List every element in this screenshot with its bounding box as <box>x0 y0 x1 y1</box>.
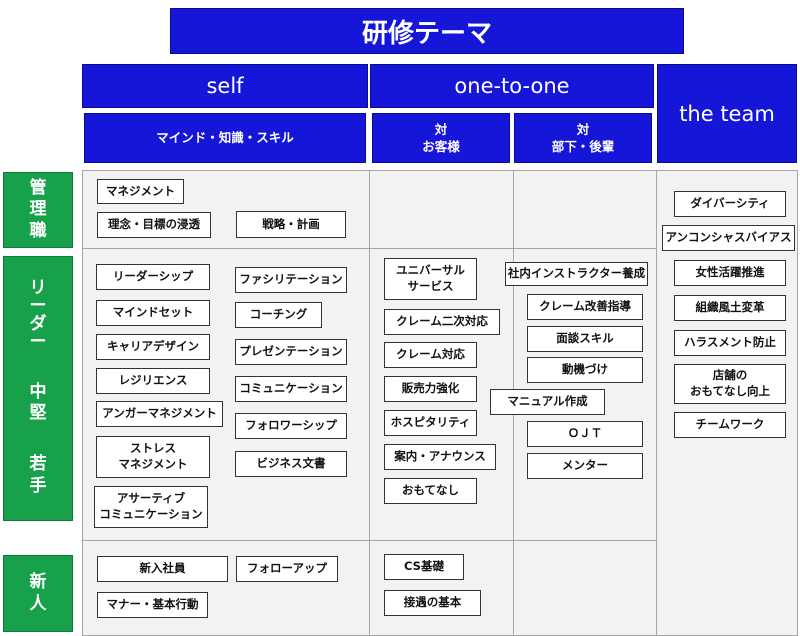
topic-box: マネジメント <box>97 179 184 204</box>
header-the-team: the team <box>657 64 797 163</box>
topic-box: コーチング <box>235 302 322 328</box>
cell-new-self <box>82 540 370 636</box>
cell-management-subordinate <box>513 170 657 249</box>
topic-box: CS基礎 <box>384 554 464 580</box>
topic-box: マニュアル作成 <box>490 389 605 415</box>
row-label-management: 管 理 職 <box>3 172 73 248</box>
topic-box: 案内・アナウンス <box>384 444 496 470</box>
topic-box: 新入社員 <box>97 556 228 582</box>
topic-box: 社内インストラクター養成 <box>505 262 648 286</box>
topic-box: ストレス マネジメント <box>96 436 210 478</box>
row-label-junior: 若 手 <box>29 454 47 496</box>
subheader-mind: マインド・知識・スキル <box>84 113 366 163</box>
topic-box: フォローアップ <box>236 556 338 582</box>
subheader-customer: 対 お客様 <box>372 113 510 163</box>
row-label-new: 新 人 <box>3 555 73 632</box>
topic-box: ビジネス文書 <box>235 451 347 477</box>
header-one-to-one: one-to-one <box>370 64 654 108</box>
topic-box: アンコンシャスバイアス <box>662 225 795 251</box>
topic-box: 販売力強化 <box>384 376 477 402</box>
topic-box: 動機づけ <box>527 357 643 383</box>
topic-box: ハラスメント防止 <box>674 330 786 356</box>
topic-box: レジリエンス <box>96 368 210 394</box>
topic-box: マインドセット <box>96 300 210 326</box>
topic-box: クレーム改善指導 <box>527 294 643 320</box>
topic-box: ホスピタリティ <box>384 410 477 436</box>
topic-box: キャリアデザイン <box>96 334 210 360</box>
topic-box: コミュニケーション <box>235 376 347 402</box>
topic-box: おもてなし <box>384 478 477 504</box>
topic-box: 女性活躍推進 <box>674 260 786 286</box>
topic-box: 組織風土変革 <box>674 295 786 321</box>
subheader-subordinate: 対 部下・後輩 <box>514 113 652 163</box>
topic-box: マナー・基本行動 <box>97 592 208 618</box>
row-label-leader-middle-junior: リ ー ダ ー 中 堅 若 手 <box>3 256 73 521</box>
topic-box: チームワーク <box>674 412 786 438</box>
row-label-leader: リ ー ダ ー <box>29 278 47 352</box>
topic-box: ＯＪＴ <box>527 421 643 447</box>
row-label-middle: 中 堅 <box>29 381 47 423</box>
topic-box: メンター <box>527 453 643 479</box>
topic-box: クレーム二次対応 <box>384 309 500 335</box>
topic-box: 面談スキル <box>527 326 643 352</box>
cell-management-customer <box>369 170 514 249</box>
topic-box: アサーティブ コミュニケーション <box>94 486 208 528</box>
topic-box: プレゼンテーション <box>235 339 347 365</box>
diagram-title: 研修テーマ <box>170 8 684 54</box>
topic-box: ファシリテーション <box>235 267 347 293</box>
cell-new-subordinate <box>513 540 657 636</box>
topic-box: 理念・目標の浸透 <box>97 212 211 238</box>
topic-box: フォロワーシップ <box>235 413 347 439</box>
topic-box: クレーム対応 <box>384 342 477 368</box>
topic-box: ダイバーシティ <box>674 191 786 217</box>
header-self: self <box>82 64 368 108</box>
topic-box: 戦略・計画 <box>236 211 346 238</box>
topic-box: ユニバーサル サービス <box>384 258 477 300</box>
topic-box: リーダーシップ <box>96 264 210 290</box>
topic-box: 接遇の基本 <box>384 590 481 616</box>
topic-box: 店舗の おもてなし向上 <box>674 364 786 404</box>
topic-box: アンガーマネジメント <box>96 401 223 427</box>
